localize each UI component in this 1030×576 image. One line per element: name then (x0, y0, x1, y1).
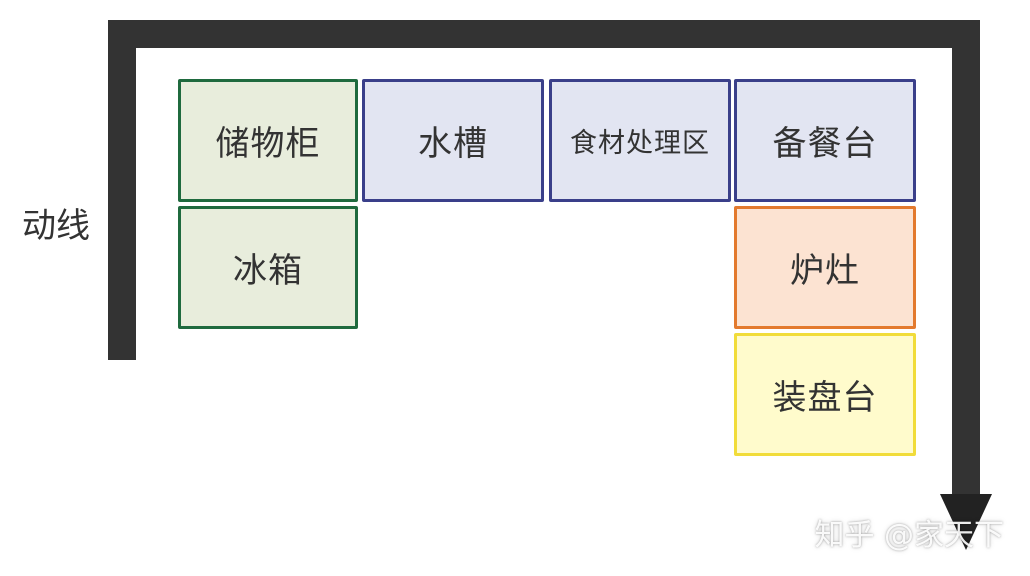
arrow-down-icon (940, 494, 992, 550)
zone-serving-counter: 备餐台 (734, 79, 916, 202)
zone-food-prep: 食材处理区 (549, 79, 731, 202)
zone-stove: 炉灶 (734, 206, 916, 329)
flow-path-left-segment (108, 20, 136, 360)
flow-path-right-segment (952, 20, 980, 496)
zone-fridge: 冰箱 (178, 206, 358, 329)
zone-storage-cabinet: 储物柜 (178, 79, 358, 202)
zone-sink: 水槽 (362, 79, 544, 202)
flow-label: 动线 (22, 206, 90, 246)
zone-plating-counter: 装盘台 (734, 333, 916, 456)
watermark: 知乎 @家天下 (814, 518, 1004, 553)
flow-path-top-segment (108, 20, 980, 48)
